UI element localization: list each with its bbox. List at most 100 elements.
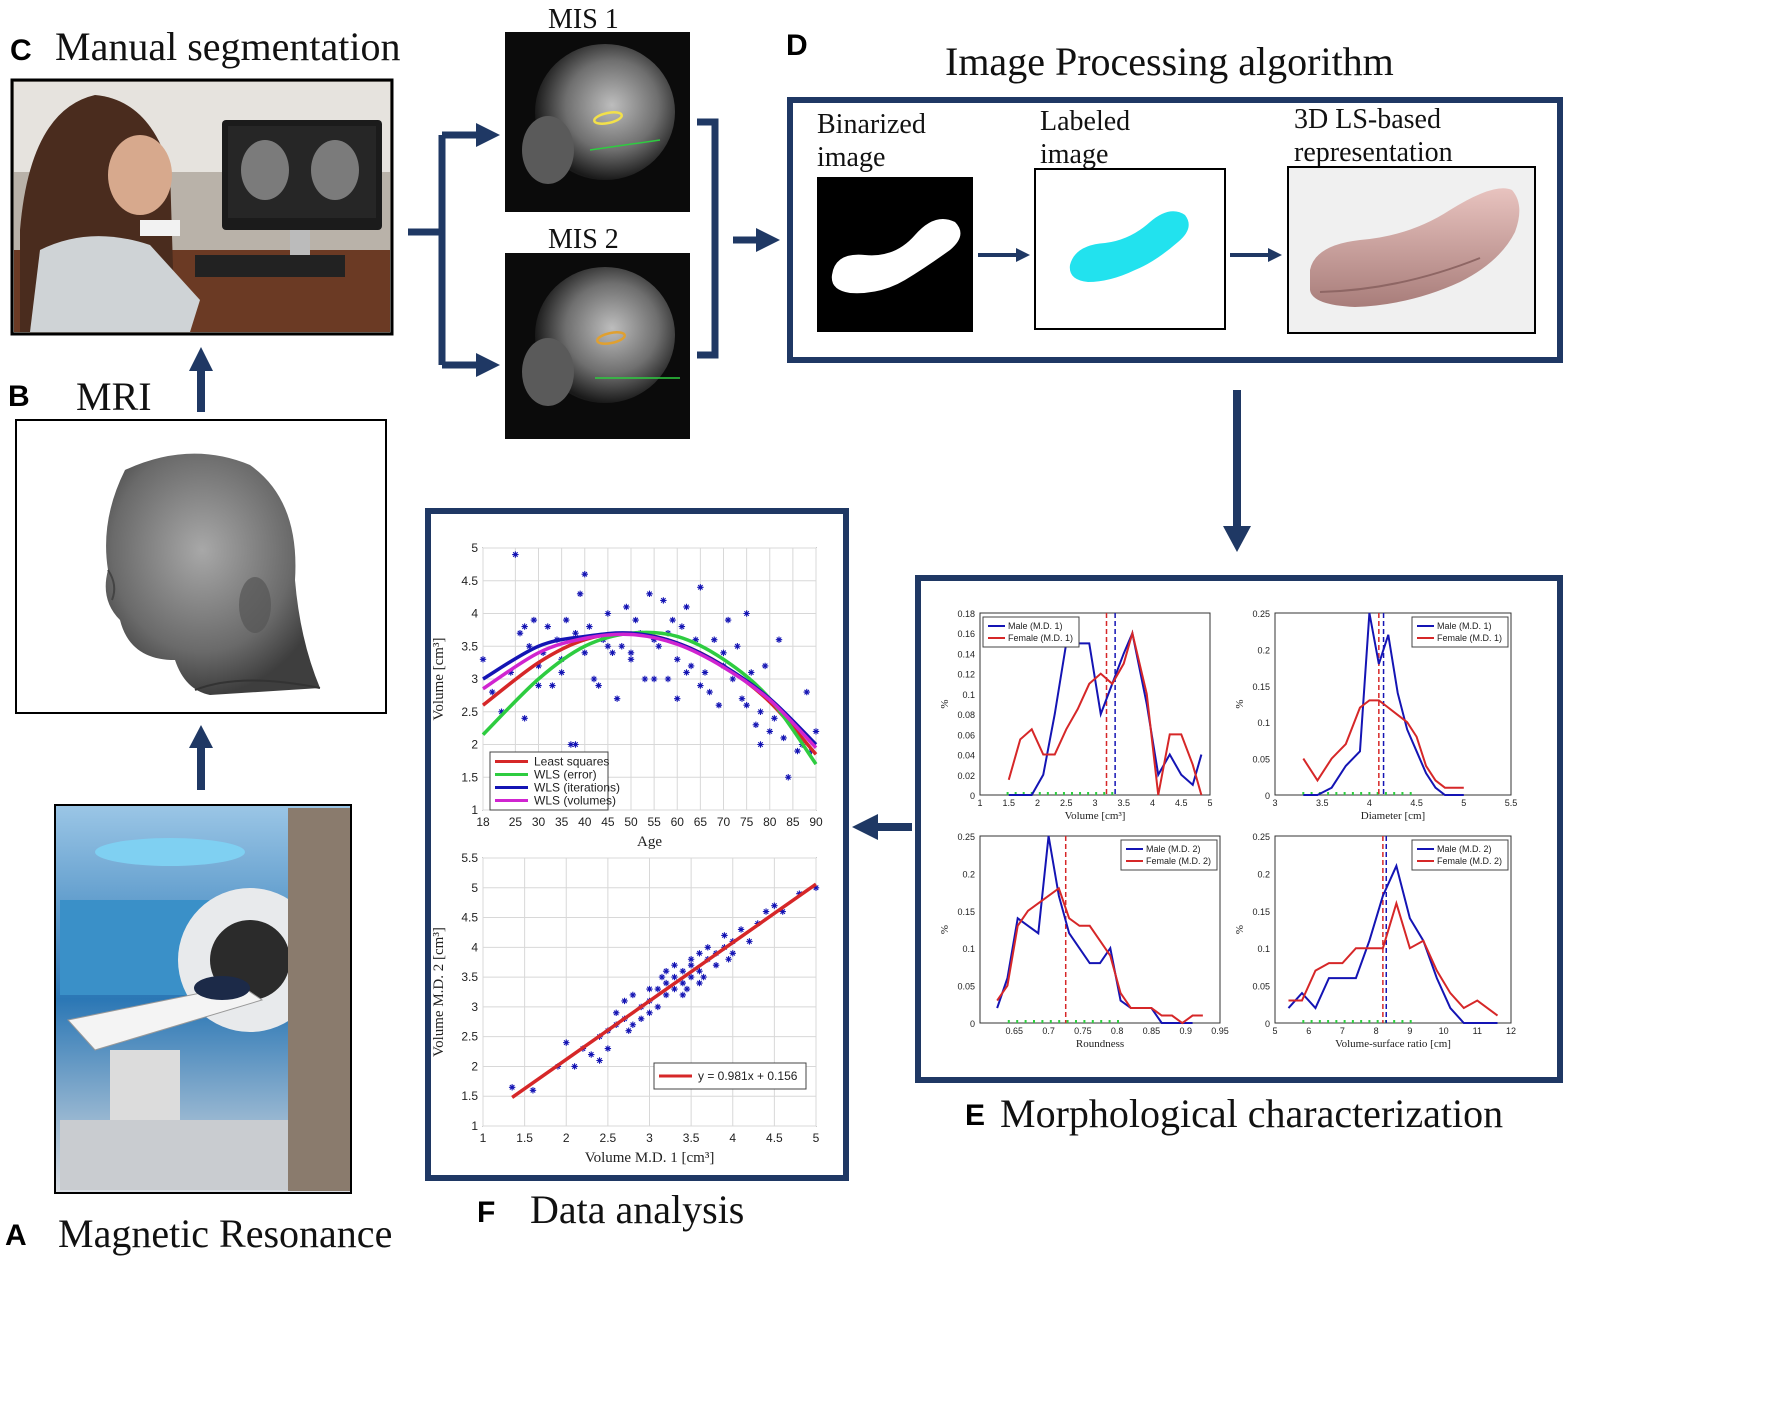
x-axis-label: Diameter [cm] — [1361, 810, 1425, 822]
y-tick-label: 0.1 — [1257, 944, 1270, 954]
y-tick-label: 0.15 — [957, 907, 975, 917]
x-tick-label: 30 — [532, 815, 546, 829]
y-tick-label: 1.5 — [461, 1089, 478, 1103]
y-tick-label: 0.2 — [1257, 869, 1270, 879]
panel-a: A Magnetic Resonance — [5, 804, 392, 1256]
y-tick-label: 0.08 — [957, 710, 975, 720]
y-tick-label: 0.02 — [957, 771, 975, 781]
x-tick-label: 7 — [1340, 1026, 1345, 1036]
data-point — [507, 669, 514, 676]
data-point — [697, 584, 704, 591]
y-tick-label: 4 — [471, 940, 478, 954]
y-tick-label: 0 — [970, 1019, 975, 1029]
rep3d-image — [1287, 166, 1536, 334]
x-axis-label: Age — [637, 834, 662, 850]
x-tick-label: 5 — [1207, 798, 1212, 808]
x-tick-label: 3 — [1272, 798, 1277, 808]
y-tick-label: 0.15 — [1252, 682, 1270, 692]
y-tick-label: 0 — [970, 791, 975, 801]
data-point — [529, 1087, 537, 1094]
x-tick-label: 4.5 — [1175, 798, 1188, 808]
histogram-line — [1287, 862, 1498, 1024]
data-point — [761, 662, 769, 670]
data-point — [779, 908, 786, 915]
data-point — [771, 715, 778, 722]
data-point — [658, 973, 666, 981]
x-tick-label: 2 — [1035, 798, 1040, 808]
x-tick-label: 80 — [763, 815, 777, 829]
data-point — [746, 938, 753, 945]
data-point — [586, 623, 593, 630]
y-tick-label: 1 — [471, 1119, 478, 1133]
labeled-image — [1034, 168, 1226, 330]
data-point — [489, 688, 496, 696]
data-point — [794, 747, 801, 755]
x-tick-label: 2 — [563, 1131, 570, 1145]
y-axis-label: % — [939, 925, 951, 934]
data-point — [526, 643, 533, 650]
arrows-a-b-c — [189, 347, 213, 790]
y-tick-label: 0.04 — [957, 751, 975, 761]
x-tick-label: 50 — [624, 815, 638, 829]
data-point — [629, 991, 637, 999]
label-b-title: MRI — [76, 374, 152, 419]
x-tick-label: 5.5 — [1505, 798, 1518, 808]
data-point — [671, 962, 678, 969]
data-point — [683, 669, 690, 676]
data-point — [629, 1021, 637, 1028]
label-f-title: Data analysis — [530, 1187, 744, 1232]
data-point — [671, 973, 678, 981]
y-tick-label: 0.16 — [957, 629, 975, 639]
binarized-label-1: Binarized — [817, 109, 926, 140]
x-tick-label: 45 — [601, 815, 615, 829]
arrow-b-to-c-head — [189, 347, 213, 371]
data-point — [752, 721, 760, 729]
data-point — [646, 1009, 653, 1017]
data-point — [715, 702, 723, 709]
y-tick-label: 0.05 — [1252, 982, 1270, 992]
data-point — [576, 590, 584, 598]
binarized-image — [817, 177, 973, 332]
x-tick-label: 4.5 — [1410, 798, 1423, 808]
histogram-line — [1007, 629, 1203, 796]
legend-box — [982, 616, 1080, 648]
x-tick-label: 70 — [717, 815, 731, 829]
histogram-line — [1288, 899, 1499, 1017]
data-point — [748, 669, 755, 676]
x-axis-label: Volume M.D. 1 [cm³] — [585, 1150, 715, 1166]
merge-arrow — [697, 118, 780, 359]
label-d-title: Image Processing algorithm — [945, 39, 1394, 84]
data-point — [581, 649, 588, 656]
data-point — [737, 926, 745, 933]
y-axis-label: Volume [cm³] — [431, 638, 447, 721]
y-tick-label: 0.25 — [957, 832, 975, 842]
data-point — [646, 985, 653, 993]
y-tick-label: 0.25 — [1252, 832, 1270, 842]
data-point — [696, 979, 703, 987]
data-point — [734, 643, 741, 650]
x-tick-label: 25 — [509, 815, 523, 829]
legend-label: Least squares — [534, 755, 609, 769]
y-tick-label: 4 — [471, 607, 478, 621]
data-point — [544, 623, 551, 630]
label-e-title: Morphological characterization — [1000, 1091, 1503, 1136]
data-point — [700, 973, 707, 981]
x-tick-label: 4 — [1367, 798, 1372, 808]
legend-label: WLS (error) — [534, 768, 597, 782]
data-point — [632, 616, 639, 624]
histogram-line — [1303, 612, 1464, 796]
data-point — [563, 616, 570, 624]
legend-label: Male (M.D. 2) — [1146, 844, 1201, 854]
data-point — [530, 616, 538, 624]
x-tick-label: 60 — [671, 815, 685, 829]
x-tick-label: 40 — [578, 815, 592, 829]
x-tick-label: 9 — [1407, 1026, 1412, 1036]
x-tick-label: 0.85 — [1143, 1026, 1161, 1036]
panel-d: D Image Processing algorithm Binarized i… — [786, 29, 1563, 363]
legend-label: WLS (volumes) — [534, 794, 616, 808]
